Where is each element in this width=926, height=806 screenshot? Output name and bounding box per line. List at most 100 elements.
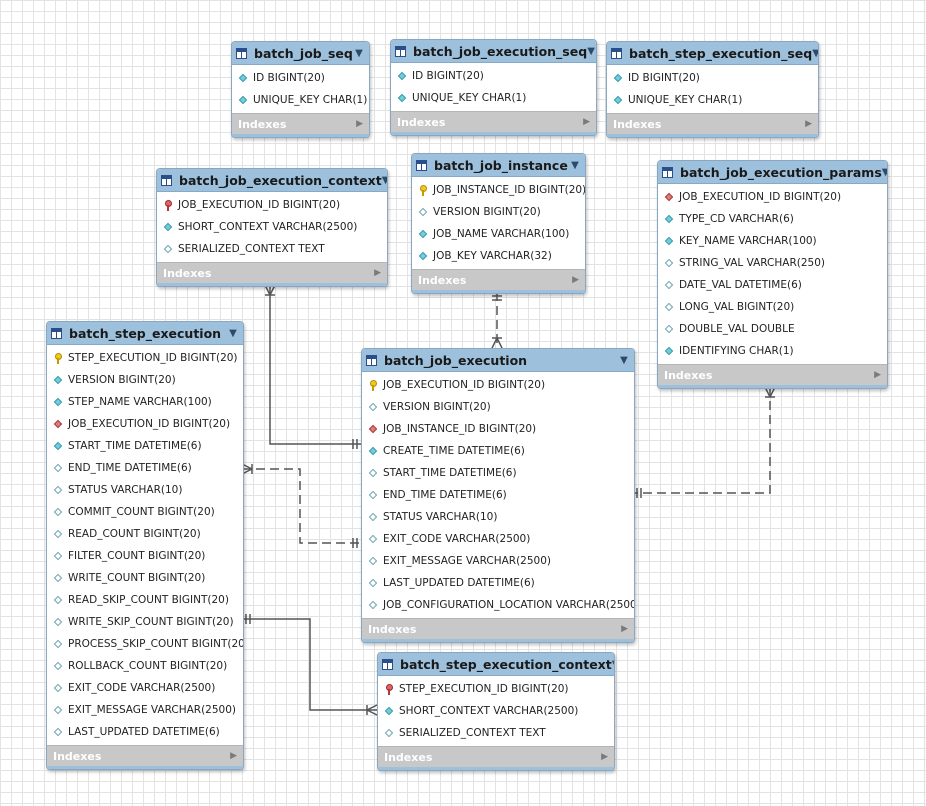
expand-indexes-icon[interactable]: ▶: [601, 752, 608, 762]
column-row[interactable]: STATUS VARCHAR(10): [362, 506, 634, 528]
column-row[interactable]: START_TIME DATETIME(6): [47, 435, 243, 457]
column-row[interactable]: CREATE_TIME DATETIME(6): [362, 440, 634, 462]
collapse-toggle-icon[interactable]: ▼: [620, 354, 628, 366]
expand-indexes-icon[interactable]: ▶: [621, 624, 628, 634]
indexes-section[interactable]: Indexes▶: [157, 262, 387, 283]
column-row[interactable]: END_TIME DATETIME(6): [362, 484, 634, 506]
column-row[interactable]: UNIQUE_KEY CHAR(1): [232, 89, 369, 111]
column-row[interactable]: ROLLBACK_COUNT BIGINT(20): [47, 655, 243, 677]
expand-indexes-icon[interactable]: ▶: [374, 268, 381, 278]
table-batch-step-execution[interactable]: batch_step_execution▼STEP_EXECUTION_ID B…: [46, 321, 244, 770]
column-row[interactable]: JOB_EXECUTION_ID BIGINT(20): [362, 374, 634, 396]
column-row[interactable]: VERSION BIGINT(20): [362, 396, 634, 418]
column-row[interactable]: SERIALIZED_CONTEXT TEXT: [157, 238, 387, 260]
indexes-section[interactable]: Indexes▶: [232, 113, 369, 134]
indexes-section[interactable]: Indexes▶: [658, 364, 887, 385]
table-batch-step-execution-seq[interactable]: batch_step_execution_seq▼ID BIGINT(20)UN…: [606, 41, 819, 138]
column-row[interactable]: STRING_VAL VARCHAR(250): [658, 252, 887, 274]
column-row[interactable]: JOB_NAME VARCHAR(100): [412, 223, 585, 245]
column-row[interactable]: PROCESS_SKIP_COUNT BIGINT(20): [47, 633, 243, 655]
column-row[interactable]: EXIT_MESSAGE VARCHAR(2500): [47, 699, 243, 721]
collapse-toggle-icon[interactable]: ▼: [571, 159, 579, 171]
table-header[interactable]: batch_step_execution_context▼: [378, 653, 614, 676]
column-row[interactable]: LONG_VAL BIGINT(20): [658, 296, 887, 318]
indexes-section[interactable]: Indexes▶: [378, 746, 614, 767]
column-row[interactable]: STEP_EXECUTION_ID BIGINT(20): [47, 347, 243, 369]
collapse-toggle-icon[interactable]: ▼: [229, 327, 237, 339]
table-batch-job-execution-context[interactable]: batch_job_execution_context▼JOB_EXECUTIO…: [156, 168, 388, 287]
column-row[interactable]: FILTER_COUNT BIGINT(20): [47, 545, 243, 567]
column-row[interactable]: ID BIGINT(20): [391, 65, 596, 87]
column-row[interactable]: TYPE_CD VARCHAR(6): [658, 208, 887, 230]
column-row[interactable]: JOB_KEY VARCHAR(32): [412, 245, 585, 267]
column-row[interactable]: UNIQUE_KEY CHAR(1): [391, 87, 596, 109]
column-row[interactable]: UNIQUE_KEY CHAR(1): [607, 89, 818, 111]
collapse-toggle-icon[interactable]: ▼: [355, 47, 363, 59]
table-header[interactable]: batch_job_instance▼: [412, 154, 585, 177]
expand-indexes-icon[interactable]: ▶: [356, 119, 363, 129]
column-row[interactable]: JOB_EXECUTION_ID BIGINT(20): [658, 186, 887, 208]
column-row[interactable]: IDENTIFYING CHAR(1): [658, 340, 887, 362]
column-row[interactable]: DOUBLE_VAL DOUBLE: [658, 318, 887, 340]
table-header[interactable]: batch_step_execution_seq▼: [607, 42, 818, 65]
column-row[interactable]: STEP_NAME VARCHAR(100): [47, 391, 243, 413]
column-row[interactable]: END_TIME DATETIME(6): [47, 457, 243, 479]
column-row[interactable]: WRITE_SKIP_COUNT BIGINT(20): [47, 611, 243, 633]
table-header[interactable]: batch_job_seq▼: [232, 42, 369, 65]
column-row[interactable]: READ_SKIP_COUNT BIGINT(20): [47, 589, 243, 611]
table-batch-job-seq[interactable]: batch_job_seq▼ID BIGINT(20)UNIQUE_KEY CH…: [231, 41, 370, 138]
column-row[interactable]: JOB_CONFIGURATION_LOCATION VARCHAR(2500): [362, 594, 634, 616]
column-row[interactable]: ID BIGINT(20): [232, 67, 369, 89]
column-row[interactable]: EXIT_CODE VARCHAR(2500): [47, 677, 243, 699]
table-batch-job-execution[interactable]: batch_job_execution▼JOB_EXECUTION_ID BIG…: [361, 348, 635, 643]
column-row[interactable]: STEP_EXECUTION_ID BIGINT(20): [378, 678, 614, 700]
indexes-section[interactable]: Indexes▶: [412, 269, 585, 290]
column-row[interactable]: LAST_UPDATED DATETIME(6): [362, 572, 634, 594]
column-row[interactable]: STATUS VARCHAR(10): [47, 479, 243, 501]
indexes-section[interactable]: Indexes▶: [362, 618, 634, 639]
table-batch-job-instance[interactable]: batch_job_instance▼JOB_INSTANCE_ID BIGIN…: [411, 153, 586, 294]
column-row[interactable]: JOB_INSTANCE_ID BIGINT(20): [362, 418, 634, 440]
collapse-toggle-icon[interactable]: ▼: [882, 167, 887, 178]
indexes-section[interactable]: Indexes▶: [391, 111, 596, 132]
collapse-toggle-icon[interactable]: ▼: [587, 45, 595, 57]
column-row[interactable]: EXIT_MESSAGE VARCHAR(2500): [362, 550, 634, 572]
column-row[interactable]: EXIT_CODE VARCHAR(2500): [362, 528, 634, 550]
expand-indexes-icon[interactable]: ▶: [874, 370, 881, 380]
column-row[interactable]: SERIALIZED_CONTEXT TEXT: [378, 722, 614, 744]
column-row[interactable]: COMMIT_COUNT BIGINT(20): [47, 501, 243, 523]
column-row[interactable]: LAST_UPDATED DATETIME(6): [47, 721, 243, 743]
collapse-toggle-icon[interactable]: ▼: [812, 48, 818, 59]
column-row[interactable]: JOB_INSTANCE_ID BIGINT(20): [412, 179, 585, 201]
column-row[interactable]: WRITE_COUNT BIGINT(20): [47, 567, 243, 589]
expand-indexes-icon[interactable]: ▶: [583, 117, 590, 127]
column-row[interactable]: START_TIME DATETIME(6): [362, 462, 634, 484]
collapse-toggle-icon[interactable]: ▼: [382, 175, 387, 186]
table-header[interactable]: batch_job_execution_context▼: [157, 169, 387, 192]
column-row[interactable]: KEY_NAME VARCHAR(100): [658, 230, 887, 252]
table-header[interactable]: batch_step_execution▼: [47, 322, 243, 345]
column-row[interactable]: JOB_EXECUTION_ID BIGINT(20): [157, 194, 387, 216]
table-batch-job-execution-seq[interactable]: batch_job_execution_seq▼ID BIGINT(20)UNI…: [390, 39, 597, 136]
column-row[interactable]: VERSION BIGINT(20): [47, 369, 243, 391]
expand-indexes-icon[interactable]: ▶: [230, 751, 237, 761]
expand-indexes-icon[interactable]: ▶: [805, 119, 812, 129]
table-header[interactable]: batch_job_execution▼: [362, 349, 634, 372]
column-row[interactable]: DATE_VAL DATETIME(6): [658, 274, 887, 296]
indexes-section[interactable]: Indexes▶: [47, 745, 243, 766]
collapse-toggle-icon[interactable]: ▼: [612, 659, 614, 670]
table-batch-step-execution-context[interactable]: batch_step_execution_context▼STEP_EXECUT…: [377, 652, 615, 771]
table-batch-job-execution-params[interactable]: batch_job_execution_params▼JOB_EXECUTION…: [657, 160, 888, 389]
table-icon: [382, 658, 393, 670]
indexes-section[interactable]: Indexes▶: [607, 113, 818, 134]
column-row[interactable]: SHORT_CONTEXT VARCHAR(2500): [378, 700, 614, 722]
column-row[interactable]: READ_COUNT BIGINT(20): [47, 523, 243, 545]
column-row[interactable]: ID BIGINT(20): [607, 67, 818, 89]
column-row[interactable]: JOB_EXECUTION_ID BIGINT(20): [47, 413, 243, 435]
table-header[interactable]: batch_job_execution_seq▼: [391, 40, 596, 63]
column-row[interactable]: SHORT_CONTEXT VARCHAR(2500): [157, 216, 387, 238]
table-header[interactable]: batch_job_execution_params▼: [658, 161, 887, 184]
column-row[interactable]: VERSION BIGINT(20): [412, 201, 585, 223]
expand-indexes-icon[interactable]: ▶: [572, 275, 579, 285]
